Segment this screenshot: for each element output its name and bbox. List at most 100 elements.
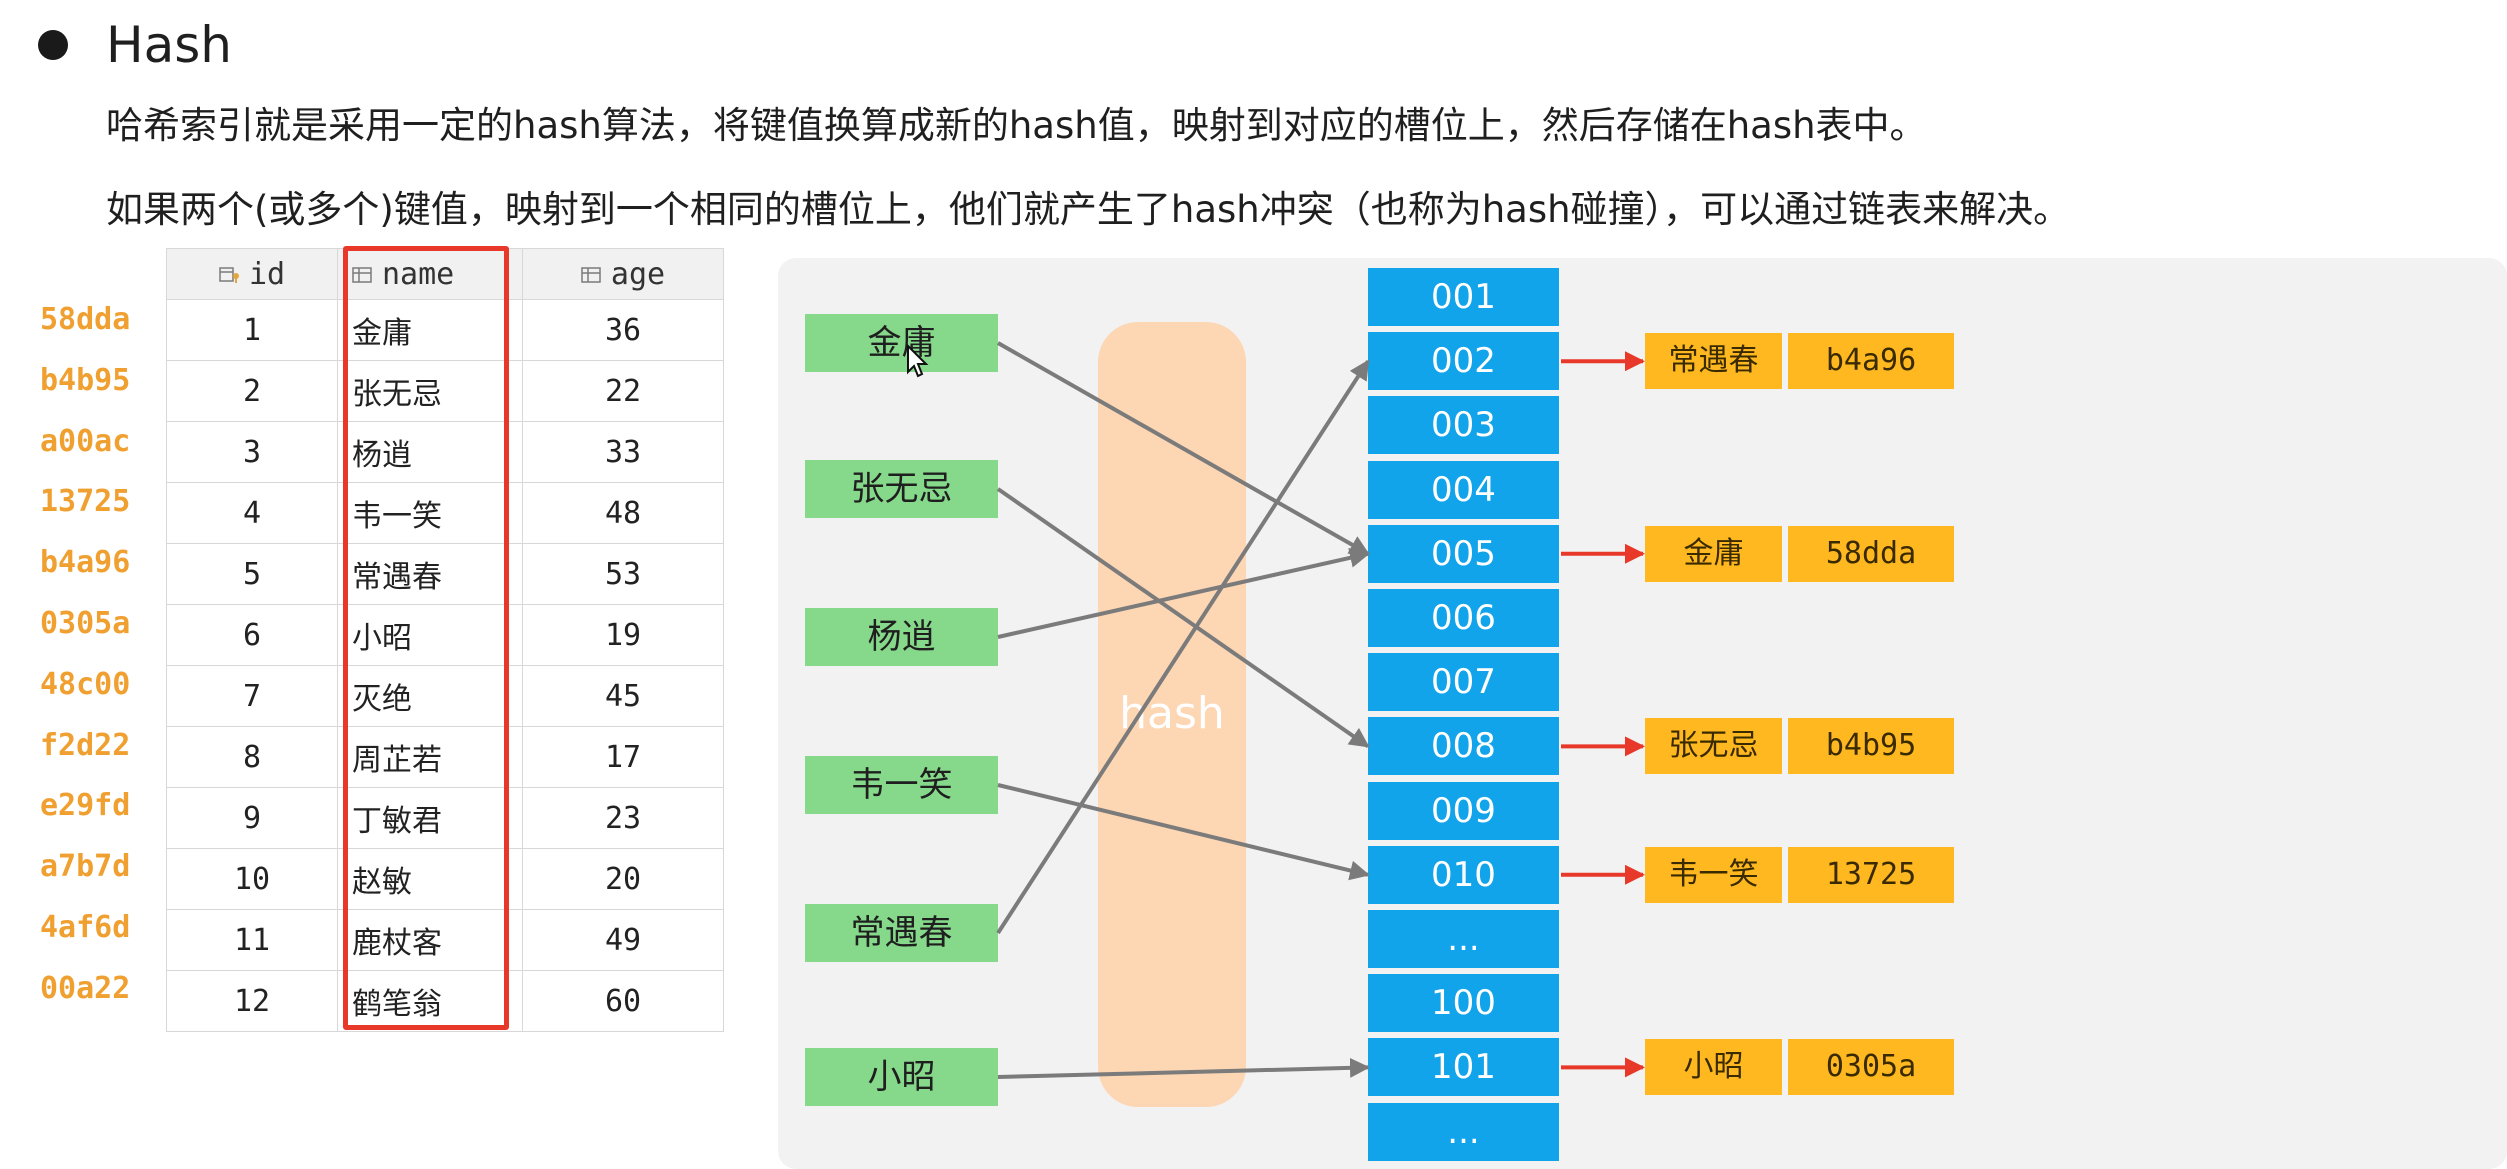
hash-slot: 002 [1368, 332, 1559, 391]
column-header-id[interactable]: id [166, 248, 338, 300]
chain-node-hash: 58dda [1788, 525, 1954, 582]
cell-name[interactable]: 灭绝 [337, 665, 523, 727]
cell-age[interactable]: 20 [522, 848, 724, 910]
hash-diagram-panel [778, 258, 2507, 1169]
cell-name[interactable]: 常遇春 [337, 543, 523, 605]
hash-slot: 007 [1368, 653, 1559, 712]
hash-key-box: 常遇春 [805, 904, 998, 962]
cell-id[interactable]: 6 [166, 604, 338, 666]
chain-node-name: 韦一笑 [1645, 846, 1782, 903]
hash-slot: 100 [1368, 974, 1559, 1033]
hash-slot: 101 [1368, 1038, 1559, 1097]
cell-name[interactable]: 金庸 [337, 299, 523, 361]
cell-name[interactable]: 张无忌 [337, 360, 523, 422]
cell-age[interactable]: 23 [522, 787, 724, 849]
hash-slot: 008 [1368, 717, 1559, 776]
row-hash-value: 48c00 [40, 666, 131, 702]
row-hash-value: a00ac [40, 423, 131, 459]
hash-slot: ... [1368, 1102, 1559, 1161]
row-hash-value: b4a96 [40, 545, 131, 581]
cell-age[interactable]: 48 [522, 482, 724, 544]
cell-name[interactable]: 丁敏君 [337, 787, 523, 849]
hash-slot: 010 [1368, 845, 1559, 904]
chain-node-name: 小昭 [1645, 1039, 1782, 1096]
column-icon [352, 267, 372, 283]
cell-id[interactable]: 10 [166, 848, 338, 910]
hash-slot: 006 [1368, 589, 1559, 647]
cell-age[interactable]: 19 [522, 604, 724, 666]
column-header-name[interactable]: name [337, 248, 523, 300]
cell-id[interactable]: 12 [166, 970, 338, 1032]
cell-age[interactable]: 17 [522, 726, 724, 788]
column-icon [581, 267, 601, 283]
cell-id[interactable]: 1 [166, 299, 338, 361]
hash-slot: ... [1368, 910, 1559, 968]
cell-name[interactable]: 鹿杖客 [337, 909, 523, 971]
description-paragraph-1: 哈希索引就是采用一定的hash算法，将键值换算成新的hash值，映射到对应的槽位… [106, 104, 1927, 147]
cell-name[interactable]: 赵敏 [337, 848, 523, 910]
cell-id[interactable]: 5 [166, 543, 338, 605]
chain-node-name: 张无忌 [1645, 718, 1782, 775]
cell-name[interactable]: 鹤笔翁 [337, 970, 523, 1032]
row-hash-value: 00a22 [40, 970, 131, 1006]
column-header-label: name [382, 256, 455, 292]
hash-slot: 004 [1368, 460, 1559, 519]
cell-name[interactable]: 韦一笑 [337, 482, 523, 544]
cell-age[interactable]: 60 [522, 970, 724, 1032]
row-hash-value: e29fd [40, 788, 131, 824]
hash-slot: 001 [1368, 268, 1559, 326]
row-hash-value: f2d22 [40, 727, 131, 763]
hash-function-label: hash [1119, 688, 1225, 739]
hash-key-box: 韦一笑 [805, 756, 998, 814]
cell-id[interactable]: 7 [166, 665, 338, 727]
cell-age[interactable]: 33 [522, 421, 724, 483]
cell-name[interactable]: 周芷若 [337, 726, 523, 788]
hash-slot: 009 [1368, 781, 1559, 840]
row-hash-value: b4b95 [40, 362, 131, 398]
hash-slot: 005 [1368, 524, 1559, 583]
row-hash-value: 0305a [40, 606, 131, 641]
row-hash-value: a7b7d [40, 849, 131, 885]
chain-node-hash: 13725 [1788, 846, 1954, 903]
cell-id[interactable]: 2 [166, 360, 338, 422]
cell-name[interactable]: 杨逍 [337, 421, 523, 483]
description-paragraph-2: 如果两个(或多个)键值，映射到一个相同的槽位上，他们就产生了hash冲突（也称为… [106, 188, 2071, 231]
cell-age[interactable]: 49 [522, 909, 724, 971]
column-header-age[interactable]: age [522, 248, 724, 300]
chain-node-hash: 0305a [1788, 1039, 1954, 1096]
cell-id[interactable]: 11 [166, 909, 338, 971]
cell-id[interactable]: 3 [166, 421, 338, 483]
cell-age[interactable]: 45 [522, 665, 724, 727]
name-column-highlight [343, 246, 509, 1030]
chain-node-name: 金庸 [1645, 525, 1782, 582]
cell-name[interactable]: 小昭 [337, 604, 523, 666]
hash-key-box: 张无忌 [805, 460, 998, 518]
row-hash-value: 58dda [40, 302, 131, 337]
cell-id[interactable]: 4 [166, 482, 338, 544]
primary-key-column-icon [219, 267, 239, 283]
cell-id[interactable]: 8 [166, 726, 338, 788]
column-header-label: age [610, 256, 666, 292]
hash-key-box: 小昭 [805, 1048, 998, 1106]
cell-age[interactable]: 22 [522, 360, 724, 422]
bullet-dot [38, 30, 68, 60]
cell-age[interactable]: 36 [522, 299, 724, 361]
hash-key-box: 金庸 [805, 314, 998, 372]
column-header-label: id [248, 256, 286, 292]
cell-age[interactable]: 53 [522, 543, 724, 605]
cell-id[interactable]: 9 [166, 787, 338, 849]
mouse-cursor-icon [907, 344, 929, 378]
